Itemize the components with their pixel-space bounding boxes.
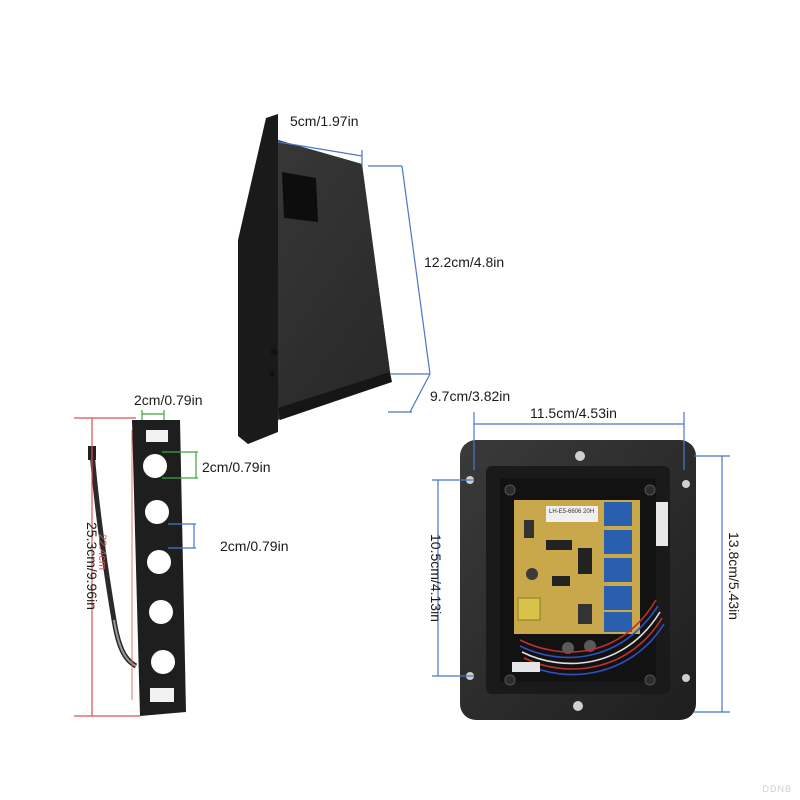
wires [519,599,665,676]
panel-dimension-guides [74,410,198,717]
dim-box-depth: 5cm/1.97in [290,113,359,129]
panel-hole [147,550,171,574]
pcb-label: LH-E5-6606 20H [549,509,595,515]
box-window [282,172,318,222]
enclosure-screw [573,701,583,711]
panel-hole [149,600,173,624]
enclosure-dimension-guides [432,412,730,713]
dim-hole-gap: 2cm/0.79in [220,538,289,554]
relay [604,586,632,610]
dim-enclosure-height: 13.8cm/5.43in [726,532,742,620]
dim-hole-diameter: 2cm/0.79in [202,459,271,475]
dim-panel-width: 2cm/0.79in [134,392,203,408]
dim-box-bottom: 9.7cm/3.82in [430,388,511,404]
dim-panel-inner: 22.4cm [96,533,108,571]
transformer [517,597,541,621]
relay [604,558,632,582]
dim-enclosure-width: 11.5cm/4.53in [530,405,617,421]
open-enclosure [460,440,696,720]
enclosure-screw [682,674,690,682]
watermark: DDNB [762,784,792,794]
box-bottom-lip [278,372,392,420]
box-screw-hole [270,348,278,356]
panel-top-slot [146,430,168,442]
box-dimension-guides [277,141,431,413]
relay [604,502,632,526]
panel-bottom-slot [150,688,174,702]
box-flange [238,114,278,444]
enclosure-screw [682,480,690,488]
relay [604,612,632,632]
panel-hole [151,650,175,674]
dim-enclosure-inner-height: 10.5cm/4.13in [428,534,444,622]
enclosure-screw [575,451,585,461]
relay [604,530,632,554]
panel-hole [145,500,169,524]
dim-box-height: 12.2cm/4.8in [424,254,505,270]
tapered-box [238,114,392,444]
panel-hole [143,454,167,478]
